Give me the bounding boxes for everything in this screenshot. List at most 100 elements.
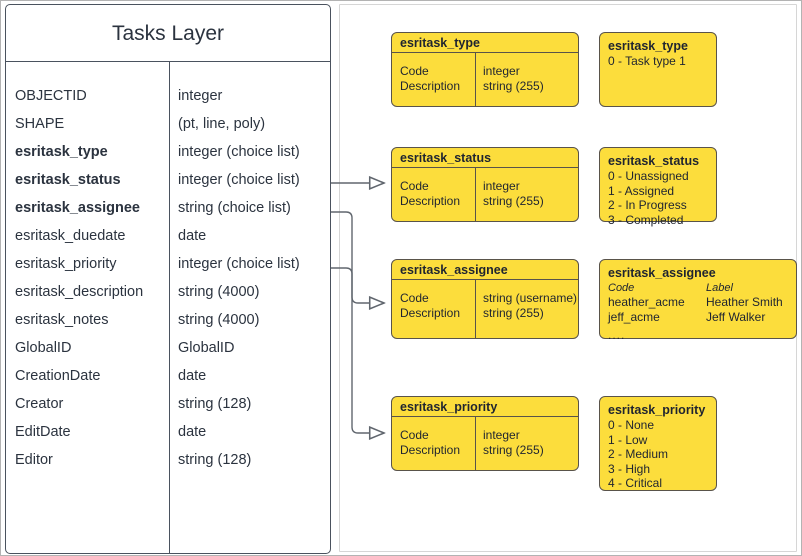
value-line: 0 - Task type 1 — [608, 54, 686, 68]
domain-type: integer — [483, 428, 520, 442]
field-type: GlobalID — [178, 340, 235, 356]
value-line: 2 - Medium — [608, 447, 669, 461]
table-row[interactable]: esritask_priority integer (choice list) — [6, 250, 330, 278]
domain-col-labels: Code Description — [392, 428, 475, 458]
domain-type: string (255) — [483, 443, 544, 457]
domain-body: Code Description integer string (255) — [392, 417, 578, 470]
table-row[interactable]: CreationDate date — [6, 362, 330, 390]
table-row[interactable]: GlobalID GlobalID — [6, 334, 330, 362]
domain-col-types: integer string (255) — [475, 64, 578, 94]
field-type: string (4000) — [178, 284, 260, 300]
domain-box-esritask-type[interactable]: esritask_type Code Description integer s… — [391, 32, 579, 107]
table-row[interactable]: esritask_description string (4000) — [6, 278, 330, 306]
table-row[interactable]: EditDate date — [6, 418, 330, 446]
field-type: integer (choice list) — [178, 256, 300, 272]
value-line: 1 - Assigned — [608, 183, 675, 198]
field-name: esritask_duedate — [15, 228, 126, 244]
value-line: 0 - Unassigned — [608, 169, 689, 183]
domain-columns: Code Description integer string (255) — [392, 428, 578, 458]
field-name: esritask_description — [15, 284, 144, 300]
value-ellipsis: .... — [608, 328, 626, 342]
domain-label: Code — [400, 428, 429, 442]
table-row[interactable]: esritask_type integer (choice list) — [6, 138, 330, 166]
value-grid-row: jeff_acme Jeff Walker — [608, 310, 788, 325]
field-type: integer — [178, 88, 223, 104]
field-name: Creator — [15, 396, 64, 412]
field-name: Editor — [15, 452, 53, 468]
value-box-title: esritask_assignee — [608, 266, 716, 280]
domain-col-labels: Code Description — [392, 64, 475, 94]
domain-type: integer — [483, 64, 520, 78]
domain-col-types: integer string (255) — [475, 428, 578, 458]
domain-columns: Code Description string (username) strin… — [392, 291, 578, 321]
table-row[interactable]: OBJECTID integer — [6, 82, 330, 110]
domain-columns: Code Description integer string (255) — [392, 64, 578, 94]
domain-col-labels: Code Description — [392, 179, 475, 209]
field-name: EditDate — [15, 424, 71, 440]
value-grid-header: Code Label — [608, 281, 788, 295]
domain-column-divider — [475, 168, 477, 221]
value-box-title: esritask_priority — [608, 403, 706, 417]
field-type: (pt, line, poly) — [178, 116, 266, 132]
field-type: date — [178, 368, 207, 384]
domain-label: Code — [400, 291, 429, 305]
field-name: SHAPE — [15, 116, 65, 132]
table-row[interactable]: Creator string (128) — [6, 390, 330, 418]
value-box-title: esritask_status — [608, 154, 700, 168]
column-divider — [169, 62, 171, 553]
domain-box-esritask-status[interactable]: esritask_status Code Description integer… — [391, 147, 579, 222]
domain-body: Code Description integer string (255) — [392, 168, 578, 221]
domain-type: integer — [483, 179, 520, 193]
domain-body: Code Description integer string (255) — [392, 53, 578, 106]
field-name: esritask_status — [15, 172, 121, 188]
domain-body: Code Description string (username) strin… — [392, 280, 578, 338]
field-type: string (choice list) — [178, 200, 291, 216]
table-row[interactable]: esritask_duedate date — [6, 222, 330, 250]
table-row[interactable]: esritask_assignee string (choice list) — [6, 194, 330, 222]
page-title: Tasks Layer — [6, 5, 330, 62]
field-row-list: OBJECTID integer SHAPE (pt, line, poly) … — [6, 82, 330, 474]
tasks-layer-entity[interactable]: Tasks Layer OBJECTID integer SHAPE (pt, … — [5, 4, 331, 554]
value-label: Heather Smith — [706, 295, 783, 309]
field-type: date — [178, 228, 207, 244]
table-row[interactable]: Editor string (128) — [6, 446, 330, 474]
value-box-esritask-type[interactable]: esritask_type 0 - Task type 1 — [599, 32, 717, 107]
domain-box-esritask-priority[interactable]: esritask_priority Code Description integ… — [391, 396, 579, 471]
field-type: string (128) — [178, 452, 252, 468]
value-grid-row: heather_acme Heather Smith — [608, 295, 788, 310]
domain-column-divider — [475, 417, 477, 470]
value-label: Jeff Walker — [706, 310, 766, 324]
column-header-code: Code — [608, 282, 635, 294]
value-line: 2 - In Progress — [608, 198, 687, 212]
domain-columns: Code Description integer string (255) — [392, 179, 578, 209]
domain-title: esritask_type — [392, 33, 578, 53]
domain-box-esritask-assignee[interactable]: esritask_assignee Code Description strin… — [391, 259, 579, 339]
domain-type: string (255) — [483, 79, 544, 93]
value-box-esritask-assignee[interactable]: esritask_assignee Code Label heather_acm… — [599, 259, 797, 342]
domain-title: esritask_priority — [392, 397, 578, 417]
table-row[interactable]: esritask_status integer (choice list) — [6, 166, 330, 194]
value-box-esritask-priority[interactable]: esritask_priority 0 - None 1 - Low 2 - M… — [599, 396, 717, 491]
domain-col-labels: Code Description — [392, 291, 475, 321]
domain-label: Description — [400, 306, 461, 320]
field-type: integer (choice list) — [178, 172, 300, 188]
field-type: date — [178, 424, 207, 440]
domain-title: esritask_status — [392, 148, 578, 168]
value-code: heather_acme — [608, 295, 685, 309]
value-box-title: esritask_type — [608, 39, 688, 53]
field-name: esritask_priority — [15, 256, 117, 272]
domain-type: string (255) — [483, 194, 544, 208]
domain-label: Code — [400, 179, 429, 193]
table-row[interactable]: esritask_notes string (4000) — [6, 306, 330, 334]
field-name: GlobalID — [15, 340, 72, 356]
value-code: jeff_acme — [608, 310, 660, 324]
table-row[interactable]: SHAPE (pt, line, poly) — [6, 110, 330, 138]
value-line: 3 - High — [608, 461, 651, 476]
domain-title: esritask_assignee — [392, 260, 578, 280]
field-name: esritask_assignee — [15, 200, 140, 216]
domain-type: string (255) — [483, 306, 544, 320]
entity-field-table: OBJECTID integer SHAPE (pt, line, poly) … — [6, 62, 330, 553]
value-box-esritask-status[interactable]: esritask_status 0 - Unassigned 1 - Assig… — [599, 147, 717, 227]
domain-label: Description — [400, 443, 461, 457]
